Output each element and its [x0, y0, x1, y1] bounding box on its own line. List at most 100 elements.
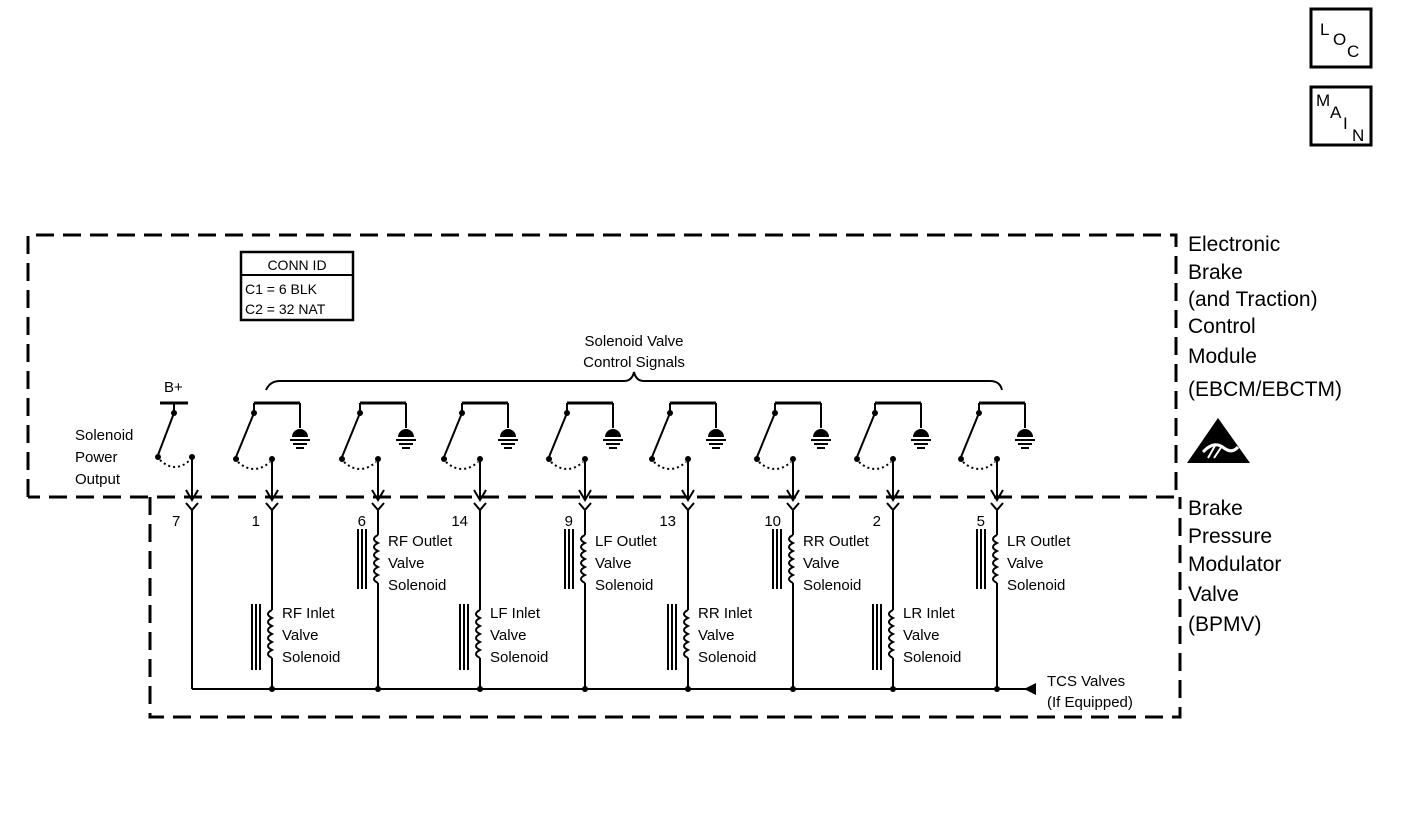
power-label-line2: Power: [75, 449, 118, 466]
conn-id-c2: C2 = 32 NAT: [245, 301, 326, 317]
pin-number: 10: [764, 513, 781, 530]
power-pin: 7: [172, 513, 180, 530]
switch-blade: [756, 412, 776, 458]
coil-winding: [475, 609, 483, 659]
ebcm-label-line: Module: [1188, 345, 1257, 368]
connector-symbol: [473, 502, 487, 512]
loc-letter-c: C: [1347, 42, 1359, 61]
bpmv-boundary: [148, 497, 1182, 719]
coil-winding: [267, 609, 275, 659]
tcs-label-line2: (If Equipped): [1047, 694, 1133, 711]
solenoid-line3: Solenoid: [903, 649, 961, 666]
ebcm-label-line: Control: [1188, 315, 1256, 338]
switch-contact-left: [339, 456, 345, 462]
loc-letter-l: L: [1320, 20, 1329, 39]
solenoid-line2: Valve: [903, 627, 939, 644]
main-button[interactable]: M A I N: [1309, 85, 1373, 147]
switch-linkage: [445, 461, 479, 470]
switch-linkage: [343, 461, 377, 470]
pin-number: 2: [873, 513, 881, 530]
connector-symbol: [265, 502, 279, 512]
tcs-arrow: [1024, 683, 1036, 695]
switch-linkage: [758, 461, 792, 470]
switch-blade: [235, 412, 255, 458]
power-label-line1: Solenoid: [75, 427, 133, 444]
solenoid-name: LR Outlet: [1007, 533, 1071, 550]
switch-contact-left: [958, 456, 964, 462]
ground-icon: [605, 429, 621, 437]
switch-contact-left: [233, 456, 239, 462]
solenoid-name: LF Outlet: [595, 533, 658, 550]
conn-id-box: CONN ID C1 = 6 BLK C2 = 32 NAT: [239, 250, 355, 322]
ground-icon: [292, 429, 308, 437]
solenoid-name: LR Inlet: [903, 605, 956, 622]
solenoid-line2: Valve: [388, 555, 424, 572]
solenoid-name: RR Inlet: [698, 605, 753, 622]
bplus-label: B+: [164, 379, 183, 396]
ground-icon: [913, 429, 929, 437]
conn-id-c1: C1 = 6 BLK: [245, 281, 318, 297]
switch-linkage: [653, 461, 687, 470]
switch-linkage: [962, 461, 996, 470]
connector-symbol: [681, 502, 695, 512]
ground-icon: [708, 429, 724, 437]
switch-linkage: [237, 461, 271, 470]
coil-winding: [373, 534, 381, 584]
signal-arrow: [371, 489, 385, 502]
ebcm-label-line: (and Traction): [1188, 288, 1318, 311]
pin-number: 9: [565, 513, 573, 530]
esd-warning-icon: [1187, 418, 1250, 463]
ground-icon: [398, 429, 414, 437]
conn-id-title: CONN ID: [267, 257, 326, 273]
control-signals-line2: Control Signals: [583, 354, 685, 371]
solenoid-line3: Solenoid: [490, 649, 548, 666]
connector-symbol: [371, 502, 385, 512]
switch-blade: [960, 412, 980, 458]
loc-letter-o: O: [1333, 30, 1346, 49]
solenoid-line2: Valve: [282, 627, 318, 644]
loc-button[interactable]: L O C: [1309, 7, 1373, 69]
solenoid-name: RR Outlet: [803, 533, 870, 550]
solenoid-name: RF Outlet: [388, 533, 453, 550]
bpmv-label-line: Modulator: [1188, 553, 1281, 576]
pin-number: 5: [977, 513, 985, 530]
power-output-switch: B+ Solenoid Power Output 7: [75, 379, 199, 689]
connector-symbol: [886, 502, 900, 512]
ground-icon: [813, 429, 829, 437]
solenoid-line3: Solenoid: [595, 577, 653, 594]
power-label-line3: Output: [75, 471, 121, 488]
solenoid-name: LF Inlet: [490, 605, 541, 622]
switch-blade: [443, 412, 463, 458]
tcs-label-line1: TCS Valves: [1047, 673, 1125, 690]
switch-contact-left: [649, 456, 655, 462]
solenoid-line2: Valve: [803, 555, 839, 572]
bpmv-label-line: Valve: [1188, 583, 1239, 606]
solenoid-line3: Solenoid: [698, 649, 756, 666]
signal-arrow: [990, 489, 1004, 502]
main-letter-a: A: [1330, 103, 1342, 122]
pin-number: 13: [659, 513, 676, 530]
ebcm-label-line: (EBCM/EBCTM): [1188, 378, 1342, 401]
ground-icon: [500, 429, 516, 437]
coil-winding: [888, 609, 896, 659]
signal-arrow: [681, 489, 695, 502]
switch-linkage: [550, 461, 584, 470]
main-letter-n: N: [1352, 126, 1364, 145]
switch-blade: [341, 412, 361, 458]
signal-arrow: [473, 489, 487, 502]
solenoid-line3: Solenoid: [388, 577, 446, 594]
pin-number: 6: [358, 513, 366, 530]
switch-contact-left: [441, 456, 447, 462]
main-letter-i: I: [1343, 114, 1348, 133]
bpmv-label-line: (BPMV): [1188, 613, 1262, 636]
bpmv-label-line: Pressure: [1188, 525, 1272, 548]
